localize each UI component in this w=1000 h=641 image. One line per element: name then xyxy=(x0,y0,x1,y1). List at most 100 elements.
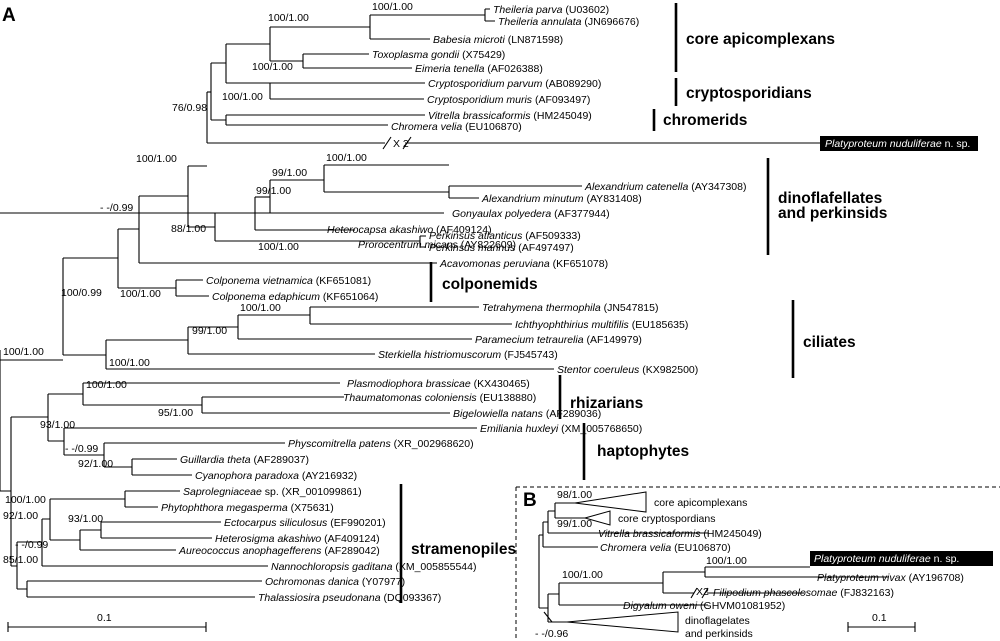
support-value-n24: 100/1.00 xyxy=(5,494,46,506)
taxon-aureococcus: Aureococcus anophagefferens (AF289042) xyxy=(178,545,380,557)
taxon-accession: (AF093497) xyxy=(532,94,590,106)
taxon-accession: (AY831408) xyxy=(584,193,642,205)
taxon-stentor: Stentor coeruleus (KX982500) xyxy=(557,364,698,376)
clade-label-colponemids: colponemids xyxy=(442,276,538,293)
clade-annotations: core apicomplexans cryptosporidians chro… xyxy=(399,3,887,603)
taxon-species: Ochromonas danica xyxy=(265,576,359,588)
taxon-accession: (AY216932) xyxy=(299,470,357,482)
taxon-c_muris: Cryptosporidium muris (AF093497) xyxy=(427,94,590,106)
collapsed-clade-apicomplexans xyxy=(574,491,647,513)
taxon-chromera: Chromera velia (EU106870) xyxy=(391,121,522,133)
support-value-n23: 92/1.00 xyxy=(78,458,113,470)
taxon-accession: (AF289037) xyxy=(251,454,309,466)
taxon-species: Alexandrium minutum xyxy=(481,193,584,205)
branch-break-mark-a: X 2 xyxy=(393,138,409,150)
taxon-accession: (DQ093367) xyxy=(381,592,442,604)
support-value-n28: 85/1.00 xyxy=(3,554,38,566)
taxon-species: Heterocapsa akashiwo xyxy=(327,224,433,236)
taxon-species: Cryptosporidium muris xyxy=(427,94,533,106)
taxon-species: Theileria annulata xyxy=(498,16,582,28)
inset-support-2: 99/1.00 xyxy=(557,518,592,530)
inset-support-4: 100/1.00 xyxy=(562,569,603,581)
collapsed-clade-dinoflagellates xyxy=(566,611,679,633)
taxon-accession: (EU138880) xyxy=(477,392,537,404)
taxon-guillardia: Guillardia theta (AF289037) xyxy=(180,454,309,466)
taxon-accession: (AF409124) xyxy=(433,224,491,236)
taxon-accession: (JN696676) xyxy=(581,16,639,28)
taxon-phytophthora: Phytophthora megasperma (X75631) xyxy=(161,502,334,514)
taxon-paramecium: Paramecium tetraurelia (AF149979) xyxy=(475,334,642,346)
taxon-a_minutum: Alexandrium minutum (AY831408) xyxy=(481,193,642,205)
inset-vivax-accession: (AY196708) xyxy=(906,572,964,584)
support-value-n1: 100/1.00 xyxy=(372,1,413,13)
taxon-accession: (AF509333) xyxy=(522,230,580,242)
inset-label-core-apicomplexans: core apicomplexans xyxy=(654,497,747,509)
clade-label-haptophytes: haptophytes xyxy=(597,443,689,460)
taxon-accession: (FJ545743) xyxy=(501,349,558,361)
taxon-accession: (HM245049) xyxy=(531,110,592,122)
taxon-sterkiella: Sterkiella histriomuscorum (FJ545743) xyxy=(378,349,558,361)
taxon-heterosigma: Heterosigma akashiwo (AF409124) xyxy=(215,533,380,545)
highlight-taxon-b: Platyproteum nuduliferae n. sp. xyxy=(814,553,959,565)
taxon-accession: (EU185635) xyxy=(629,319,689,331)
taxon-accession: (Y07977) xyxy=(359,576,405,588)
inset-vivax-species: Platyproteum vivax xyxy=(817,572,906,584)
inset-label-dinoflagelates: dinoflagelates xyxy=(685,615,750,627)
taxon-heterocapsa: Heterocapsa akashiwo (AF409124) xyxy=(327,224,492,236)
taxon-species: Alexandrium catenella xyxy=(584,181,688,193)
taxon-species: Stentor coeruleus xyxy=(557,364,640,376)
taxon-species: Gonyaulax polyedera xyxy=(452,208,551,220)
tree-a-support-values: 100/1.00 100/1.00 100/1.00 100/1.00 76/0.98 1… xyxy=(3,1,413,566)
taxon-species: Plasmodiophora brassicae xyxy=(347,378,471,390)
highlight-taxon-a: Platyproteum nuduliferae n. sp. xyxy=(825,138,970,150)
taxon-species: Heterosigma akashiwo xyxy=(215,533,321,545)
taxon-cyanophora: Cyanophora paradoxa (AY216932) xyxy=(195,470,357,482)
taxon-accession: (LN871598) xyxy=(505,34,563,46)
clade-label-chromerids: chromerids xyxy=(663,112,747,129)
taxon-t_annulata: Theileria annulata (JN696676) xyxy=(498,16,639,28)
taxon-vitrella: Vitrella brassicaformis (HM245049) xyxy=(428,110,592,122)
inset-support-1: 98/1.00 xyxy=(557,489,592,501)
taxon-eimeria: Eimeria tenella (AF026388) xyxy=(415,63,543,75)
support-value-n19: 100/1.00 xyxy=(3,346,44,358)
support-value-n4: 100/1.00 xyxy=(222,91,263,103)
taxon-species: Thaumatomonas coloniensis xyxy=(343,392,477,404)
taxon-thalassiosira: Thalassiosira pseudonana (DQ093367) xyxy=(258,592,441,604)
support-value-n5: 76/0.98 xyxy=(172,102,207,114)
highlight-species-a: Platyproteum nuduliferae xyxy=(825,138,942,150)
highlight-suffix-b: n. sp. xyxy=(931,553,960,565)
support-value-n11: 100/1.00 xyxy=(258,241,299,253)
taxon-accession: (AY347308) xyxy=(688,181,746,193)
inset-digyalum-species: Digyalum oweni xyxy=(623,600,698,612)
taxon-accession: (AF377944) xyxy=(551,208,609,220)
taxon-accession: (KF651078) xyxy=(550,258,608,270)
taxon-species: Physcomitrella patens xyxy=(288,438,391,450)
taxon-species: Theileria parva xyxy=(493,4,563,16)
taxon-species: Thalassiosira pseudonana xyxy=(258,592,381,604)
taxon-species: Bigelowiella natans xyxy=(453,408,544,420)
taxon-c_edaphicum: Colponema edaphicum (KF651064) xyxy=(212,291,378,303)
inset-taxon-vivax: Platyproteum vivax (AY196708) xyxy=(817,572,964,584)
inset-filipodium-species: Filipodium phascolosomae xyxy=(713,587,837,599)
taxon-species: Toxoplasma gondii xyxy=(372,49,460,61)
clade-label-dinoflagellates: dinoflafellates xyxy=(778,190,882,207)
taxon-tetrahymena: Tetrahymena thermophila (JN547815) xyxy=(482,302,658,314)
inset-label-perkinsids: and perkinsids xyxy=(685,628,753,640)
taxon-species: Sterkiella histriomuscorum xyxy=(378,349,501,361)
support-value-n27: - -/0.99 xyxy=(15,539,48,551)
taxon-accession: (AF409124) xyxy=(321,533,379,545)
taxon-species: Eimeria tenella xyxy=(415,63,485,75)
taxon-species: Babesia microti xyxy=(433,34,505,46)
taxon-toxo: Toxoplasma gondii (X75429) xyxy=(372,49,505,61)
inset-support-3: 100/1.00 xyxy=(706,555,747,567)
clade-label-stramenopiles: stramenopiles xyxy=(411,541,516,558)
support-value-n7: 100/1.00 xyxy=(326,152,367,164)
taxon-species: Cryptosporidium parvum xyxy=(428,78,543,90)
taxon-a_catenella: Alexandrium catenella (AY347308) xyxy=(584,181,747,193)
taxon-species: Tetrahymena thermophila xyxy=(482,302,601,314)
inset-taxon-chromera: Chromera velia (EU106870) xyxy=(600,542,731,554)
support-value-n10: 88/1.00 xyxy=(171,223,206,235)
taxon-species: Emiliania huxleyi xyxy=(480,423,559,435)
support-value-n15: 100/1.00 xyxy=(240,302,281,314)
taxon-species: Saprolegniaceae xyxy=(183,486,262,498)
